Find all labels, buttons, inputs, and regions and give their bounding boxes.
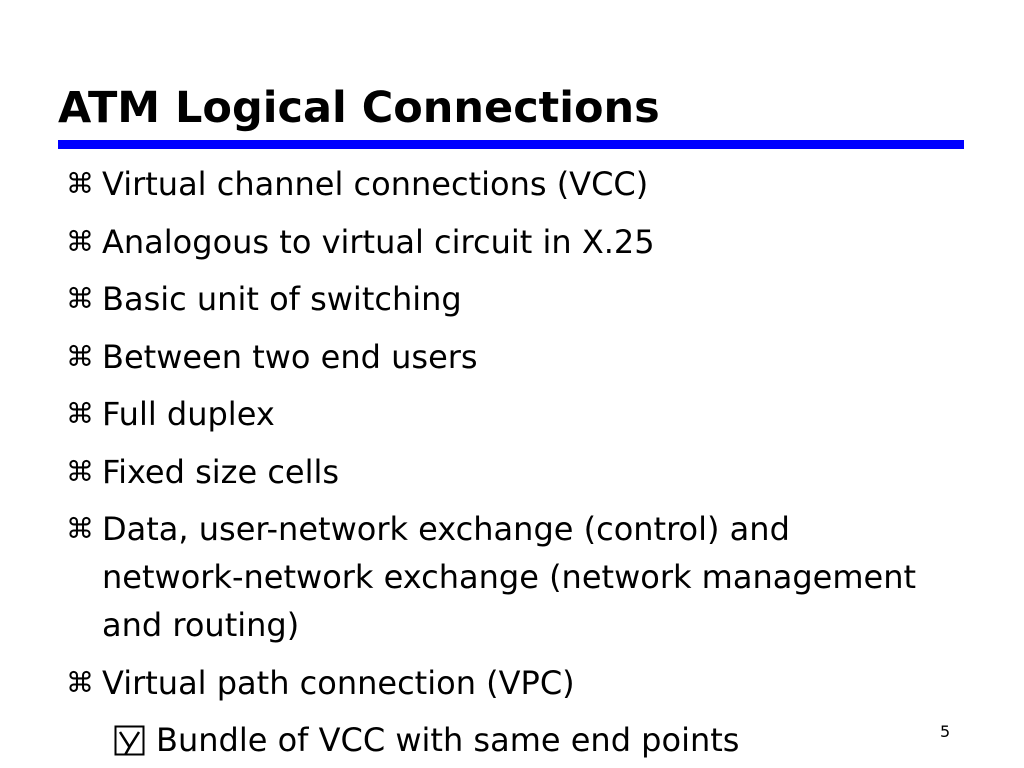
bullet-text: Full duplex [102, 395, 275, 433]
bullet-text: Data, user-network exchange (control) an… [102, 510, 917, 644]
title-underline [58, 140, 964, 149]
bullet-item: ⌘ Basic unit of switching [66, 275, 926, 323]
bullet-item: ⌘ Data, user-network exchange (control) … [66, 505, 926, 649]
command-key-icon: ⌘ [66, 512, 94, 545]
bullet-text: Analogous to virtual circuit in X.25 [102, 222, 655, 261]
command-key-icon: ⌘ [66, 282, 94, 315]
bullet-text: Basic unit of switching [102, 280, 462, 318]
bullet-text: Virtual path connection (VPC) [102, 663, 575, 702]
bullet-text: Fixed size cells [102, 452, 340, 491]
bullet-text: Virtual channel connections (VCC) [102, 165, 649, 203]
bullet-item: ⌘ Analogous to virtual circuit in X.25 [66, 218, 926, 266]
bullet-item: ⌘ Virtual channel connections (VCC) [66, 160, 926, 208]
command-key-icon: ⌘ [66, 339, 94, 373]
boxed-checkmark-icon [114, 725, 145, 756]
command-key-icon: ⌘ [66, 167, 94, 200]
command-key-icon: ⌘ [66, 397, 94, 430]
bullet-list: ⌘ Virtual channel connections (VCC) ⌘ An… [66, 160, 926, 764]
sub-bullet-item: Bundle of VCC with same end points [114, 716, 926, 764]
command-key-icon: ⌘ [66, 665, 94, 699]
command-key-icon: ⌘ [66, 224, 94, 258]
page-number: 5 [940, 722, 951, 741]
sub-bullet-text: Bundle of VCC with same end points [156, 721, 740, 759]
bullet-item: ⌘ Virtual path connection (VPC) [66, 659, 926, 707]
command-key-icon: ⌘ [66, 454, 94, 488]
bullet-item: ⌘ Between two end users [66, 333, 926, 381]
slide-title: ATM Logical Connections [58, 83, 660, 133]
bullet-text: Between two end users [102, 337, 478, 376]
bullet-item: ⌘ Full duplex [66, 390, 926, 438]
bullet-item: ⌘ Fixed size cells [66, 448, 926, 496]
